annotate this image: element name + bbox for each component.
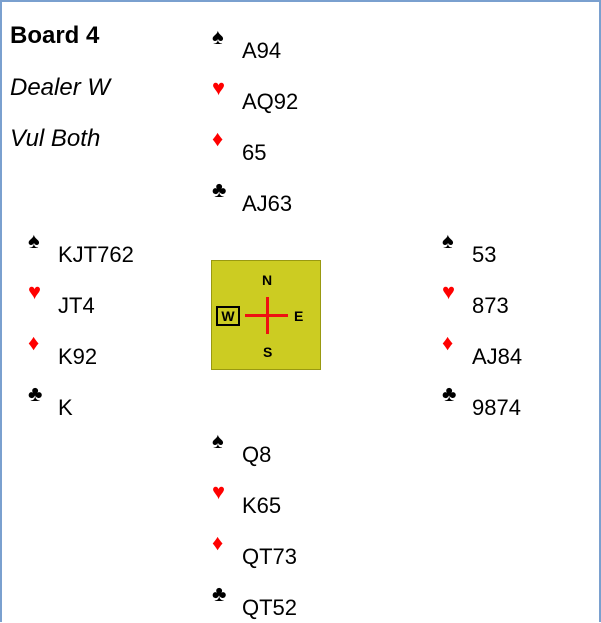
south-clubs-cards: QT52	[242, 595, 298, 620]
south-diamonds-cards: QT73	[242, 544, 298, 569]
west-hearts-cards: JT4	[58, 293, 95, 318]
heart-icon: ♥	[28, 279, 42, 304]
east-clubs-cards: 9874	[472, 395, 521, 420]
compass-north-label: N	[262, 272, 273, 288]
heart-icon: ♥	[442, 279, 456, 304]
north-hand: ♠ A94 ♥ AQ92 ♦ 65 ♣ AJ63	[212, 24, 412, 217]
compass-south-label: S	[263, 344, 273, 360]
club-icon: ♣	[442, 381, 457, 406]
heart-icon: ♥	[212, 479, 226, 504]
vulnerability-label: Vul Both	[10, 125, 101, 152]
west-spades-cards: KJT762	[58, 242, 134, 267]
spade-icon: ♠	[442, 228, 454, 253]
west-diamonds-cards: K92	[58, 344, 98, 369]
east-hand: ♠ 53 ♥ 873 ♦ AJ84 ♣ 9874	[442, 228, 601, 421]
dealer-label: Dealer W	[10, 74, 111, 101]
compass-diagram: N E S W	[211, 260, 321, 370]
spade-icon: ♠	[212, 24, 224, 49]
east-diamonds-cards: AJ84	[472, 344, 523, 369]
south-hearts-cards: K65	[242, 493, 282, 518]
diamond-icon: ♦	[212, 126, 224, 151]
diamond-icon: ♦	[442, 330, 454, 355]
north-clubs-cards: AJ63	[242, 191, 293, 216]
north-spades-cards: A94	[242, 38, 282, 63]
diamond-icon: ♦	[212, 530, 224, 555]
spade-icon: ♠	[212, 428, 224, 453]
compass-east-label: E	[294, 308, 304, 324]
west-hand: ♠ KJT762 ♥ JT4 ♦ K92 ♣ K	[28, 228, 228, 421]
west-clubs-cards: K	[58, 395, 73, 420]
heart-icon: ♥	[212, 75, 226, 100]
board-title: Board 4	[10, 22, 100, 49]
club-icon: ♣	[212, 581, 227, 606]
south-hand: ♠ Q8 ♥ K65 ♦ QT73 ♣ QT52	[212, 428, 412, 621]
east-hearts-cards: 873	[472, 293, 509, 318]
north-diamonds-cards: 65	[242, 140, 267, 165]
compass-west-dealer-box: W	[216, 306, 240, 326]
spade-icon: ♠	[28, 228, 40, 253]
east-spades-cards: 53	[472, 242, 497, 267]
club-icon: ♣	[28, 381, 43, 406]
north-hearts-cards: AQ92	[242, 89, 299, 114]
diamond-icon: ♦	[28, 330, 40, 355]
compass-horizontal-line	[245, 314, 288, 317]
club-icon: ♣	[212, 177, 227, 202]
south-spades-cards: Q8	[242, 442, 272, 467]
